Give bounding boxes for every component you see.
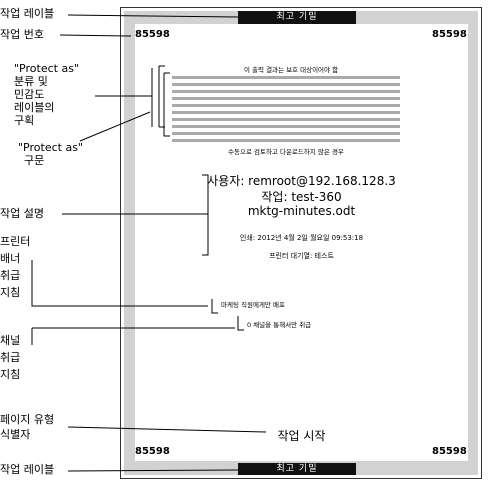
job-user: 사용자: remroot@192.168.128.3 [207, 174, 396, 188]
label-stripe [172, 111, 400, 114]
job-number-bottom-left: 85598 [135, 446, 170, 457]
job-number-bottom-right: 85598 [432, 446, 467, 457]
label-stripe [172, 97, 400, 100]
label-stripe [172, 83, 400, 86]
callout-protect-as-line4: 레이블의 [14, 101, 55, 114]
connector-job-number [59, 34, 132, 37]
bracket-job-description [202, 174, 209, 256]
callout-job-number: 작업 번호 [0, 28, 44, 41]
bracket-banner-handling [211, 299, 218, 314]
callout-printer-banner: 프린터 [0, 235, 31, 248]
label-stripe [172, 125, 400, 128]
label-stripe [172, 139, 400, 142]
callout-protect-as-statement-line2: 구문 [24, 154, 45, 167]
label-stripe [172, 118, 400, 121]
callout-page-type-line2: 식별자 [0, 428, 31, 441]
callout-protect-as-line2: 분류 및 [14, 75, 48, 88]
connector-protect-statement [79, 111, 151, 142]
bracket-channel-handling [237, 316, 244, 331]
job-printer-queue: 프린터 대기열: 테스트 [269, 252, 334, 260]
banner-page-body [135, 24, 468, 461]
bottom-classification-label: 최고 기밀 [238, 463, 356, 475]
top-classification-label: 최고 기밀 [238, 11, 356, 24]
callout-job-description: 작업 설명 [0, 207, 44, 220]
label-stripe [172, 90, 400, 93]
callout-job-label-top: 작업 레이블 [0, 7, 55, 20]
callout-channel: 채널 [0, 334, 21, 347]
connector-page-type [67, 426, 267, 433]
job-number-top-left: 85598 [135, 29, 170, 40]
banner-handling-text: 마케팅 직원에게만 배포 [221, 301, 285, 309]
job-number-top-right: 85598 [432, 29, 467, 40]
job-print-time: 인쇄: 2012년 4월 2일 월요일 09:53:18 [239, 234, 364, 242]
label-stripe [172, 104, 400, 107]
callout-protect-as: "Protect as" [14, 62, 79, 75]
label-stripe [172, 132, 400, 135]
job-id: 작업: test-360 [261, 190, 342, 204]
callout-printer-banner-line4: 지침 [0, 286, 21, 299]
callout-job-label-bottom: 작업 레이블 [0, 463, 55, 476]
callout-channel-line3: 지침 [0, 368, 21, 381]
page-type-identifier: 작업 시작 [277, 429, 326, 443]
callout-printer-banner-line3: 취급 [0, 269, 21, 282]
callout-protect-as-line5: 구획 [14, 114, 35, 127]
job-file: mktg-minutes.odt [247, 204, 356, 218]
callout-channel-line2: 취급 [0, 351, 21, 364]
connector-job-label-bottom [67, 469, 239, 472]
callout-protect-as-statement: "Protect as" [18, 141, 83, 154]
channel-handling-text: 0 채널을 통해서만 취급 [247, 321, 312, 329]
label-stripe [172, 76, 400, 79]
callout-protect-as-line3: 민감도 [14, 88, 45, 101]
connector-job-label-top [67, 14, 239, 18]
callout-page-type: 페이지 유형 [0, 413, 55, 426]
protect-as-text: 이 출력 결과는 보호 대상이어야 함 [244, 66, 339, 74]
connector-printer-banner [31, 260, 208, 307]
bracket-protect-lines [163, 73, 170, 137]
review-statement-text: 수동으로 검토하고 다운로드하지 않은 경우 [228, 148, 344, 156]
callout-printer-banner-line2: 배너 [0, 252, 21, 265]
